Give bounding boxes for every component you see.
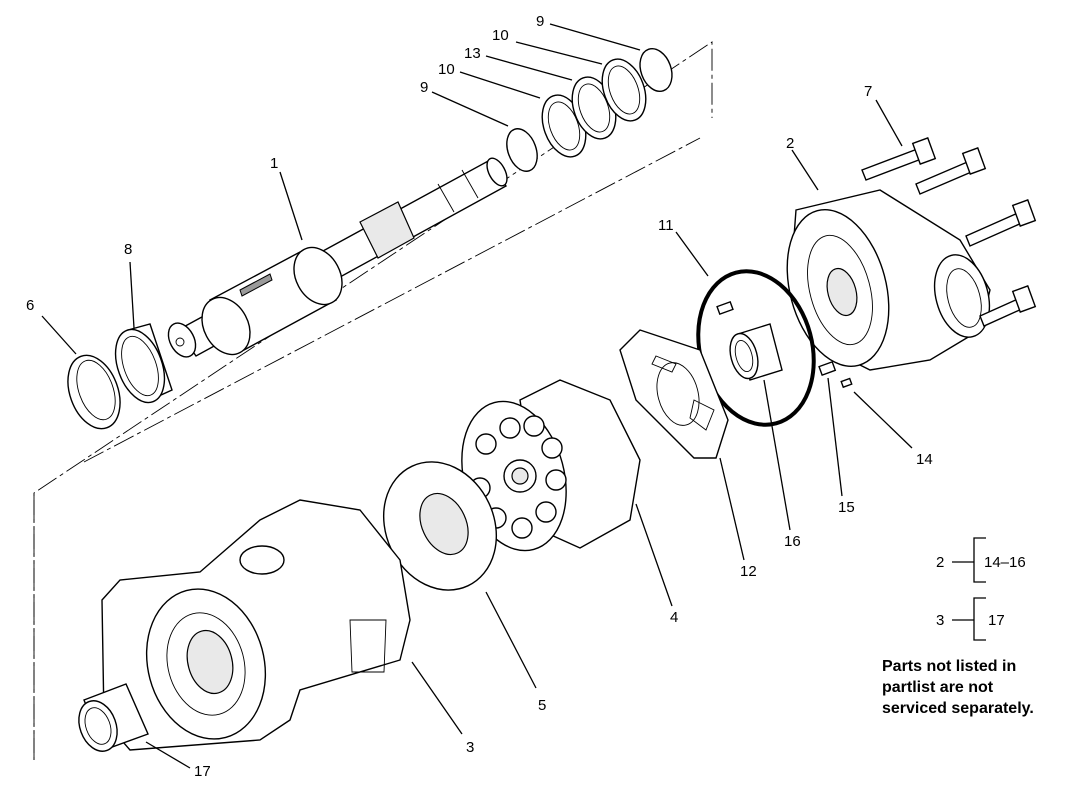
callout-1: 1 <box>270 155 278 172</box>
callout-11: 11 <box>658 217 674 234</box>
kit-contents-3: 17 <box>988 612 1005 629</box>
callout-2: 2 <box>786 135 794 152</box>
service-note: Parts not listed in partlist are not ser… <box>882 656 1072 719</box>
callout-8: 8 <box>124 241 132 258</box>
service-note-line-2: partlist are not <box>882 679 994 696</box>
pin-part-15 <box>818 360 837 376</box>
callout-6: 6 <box>26 297 34 314</box>
shaft-part-1 <box>167 157 508 358</box>
kit-contents-2: 14–16 <box>984 554 1026 571</box>
sleeve-part-17 <box>78 683 149 752</box>
subassembly-outline-mid <box>83 137 701 463</box>
callout-5: 5 <box>538 697 546 714</box>
kit-brackets <box>952 537 986 641</box>
port-plate-part-12 <box>619 329 729 459</box>
service-note-line-3: serviced separately. <box>882 700 1034 717</box>
callout-13: 13 <box>464 45 481 62</box>
callout-17: 17 <box>194 763 211 780</box>
callout-4: 4 <box>670 609 678 626</box>
bearing-ring-part-8 <box>114 323 173 404</box>
bolts-part-7 <box>861 137 1037 327</box>
callout-14: 14 <box>916 451 933 468</box>
shim-stack-parts-9-10-13 <box>506 47 673 172</box>
kit-assembly-3: 3 <box>936 612 944 629</box>
service-note-line-1: Parts not listed in <box>882 658 1017 675</box>
housing-part-3 <box>101 499 411 751</box>
retaining-ring-part-6 <box>67 354 121 430</box>
bushing-part-16 <box>729 323 783 381</box>
pin-part-11 <box>716 300 734 316</box>
subassembly-outline-left <box>33 41 713 760</box>
callout-10-upper: 10 <box>492 27 509 44</box>
end-cover-part-2 <box>786 189 991 371</box>
pin-part-14 <box>840 377 853 389</box>
callout-9-lower: 9 <box>420 79 428 96</box>
callout-3: 3 <box>466 739 474 756</box>
thrust-plate-part-5 <box>382 461 498 591</box>
callout-10-lower: 10 <box>438 61 455 78</box>
callout-9-upper: 9 <box>536 13 544 30</box>
kit-assembly-2: 2 <box>936 554 944 571</box>
callout-12: 12 <box>740 563 757 580</box>
leader-lines <box>41 23 913 769</box>
callout-15: 15 <box>838 499 855 516</box>
callout-7: 7 <box>864 83 872 100</box>
callout-16: 16 <box>784 533 801 550</box>
